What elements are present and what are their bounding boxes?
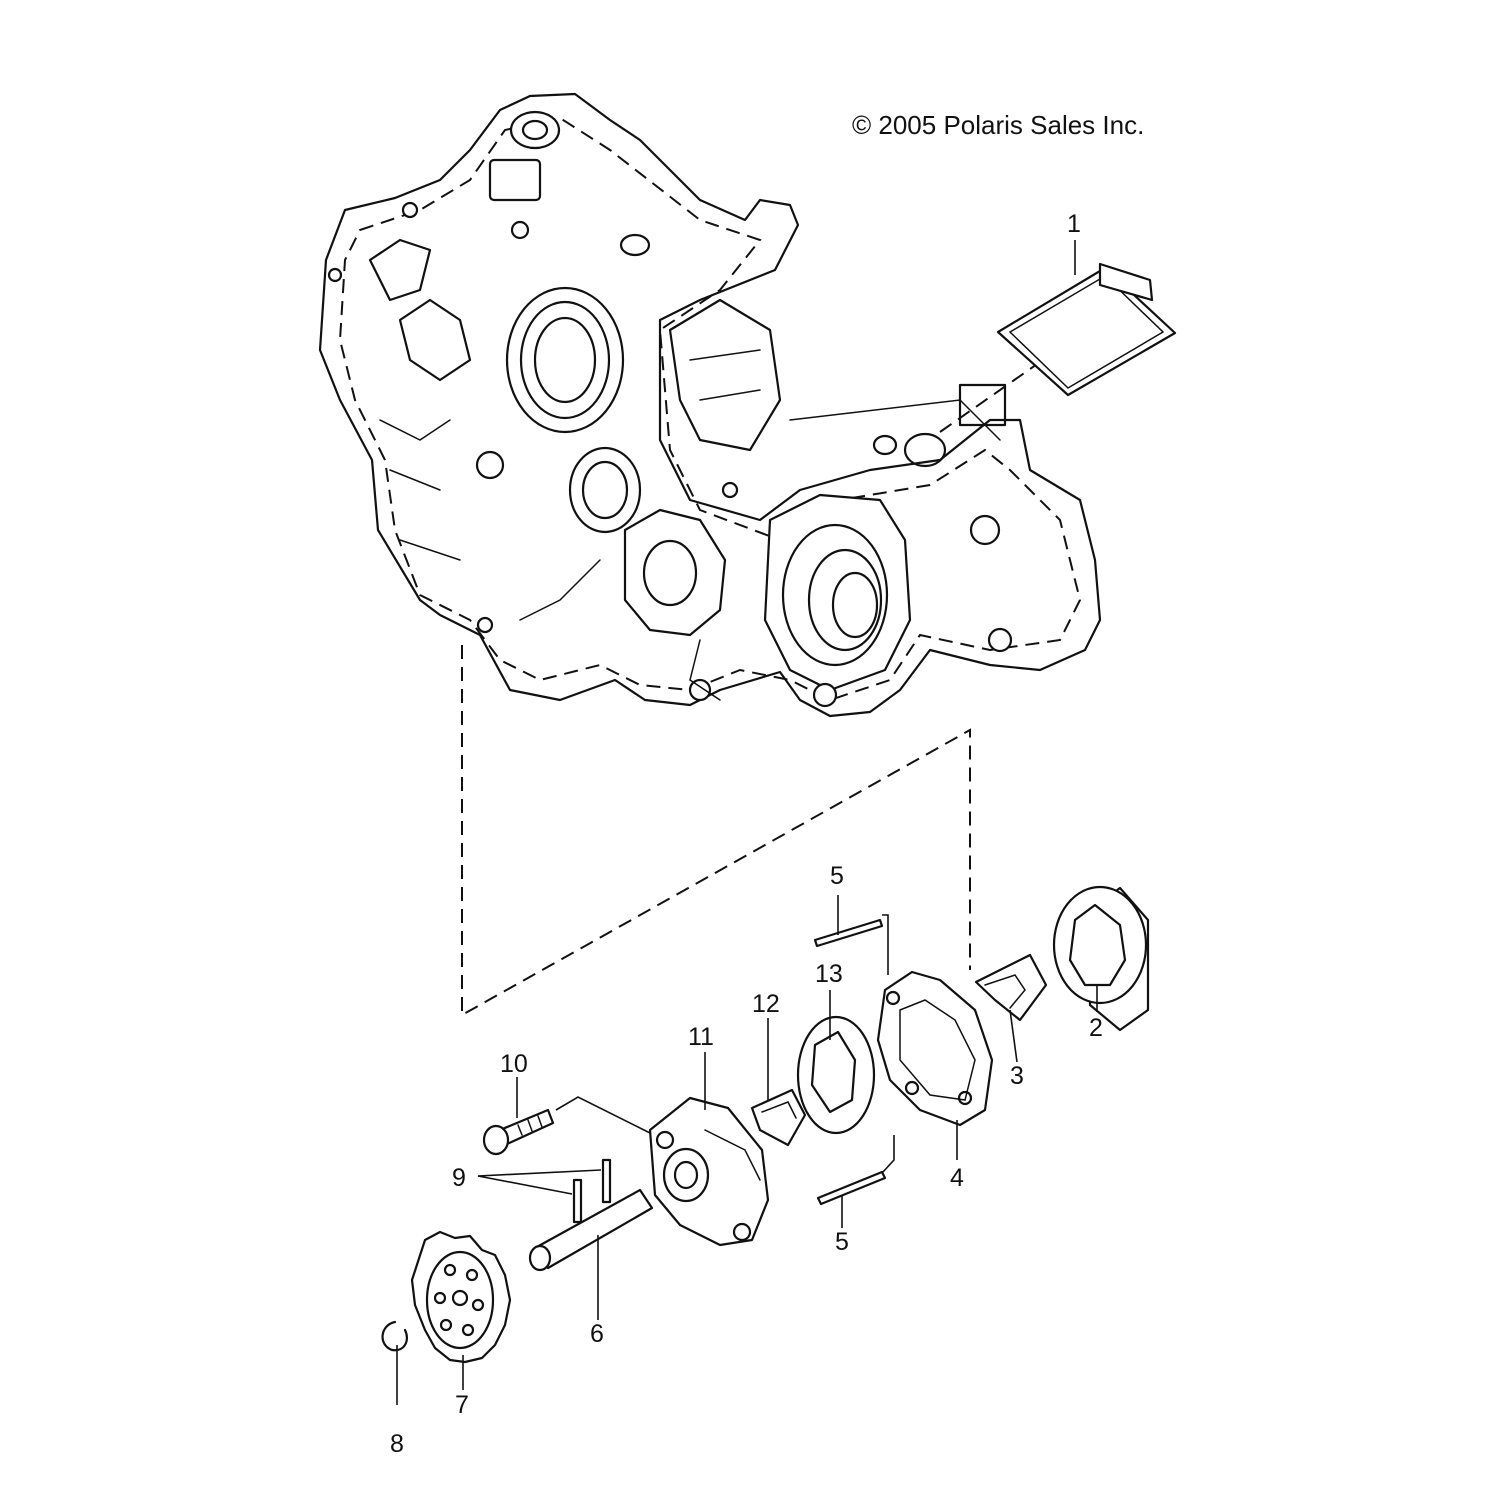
callout-6: 6 <box>590 1320 604 1348</box>
callout-13: 13 <box>815 960 843 988</box>
callout-5-bottom: 5 <box>835 1228 849 1256</box>
callout-12: 12 <box>752 990 780 1018</box>
pins <box>813 918 887 1206</box>
assembly-guide-filter <box>939 361 1041 433</box>
callout-10: 10 <box>500 1050 528 1078</box>
copyright-text: © 2005 Polaris Sales Inc. <box>852 110 1144 140</box>
pump-body <box>876 970 994 1127</box>
rotor-ring <box>796 1015 876 1135</box>
callout-9: 9 <box>452 1164 466 1192</box>
leader-lines <box>396 240 1098 1405</box>
dowel-pins <box>572 1158 612 1224</box>
callout-5-top: 5 <box>830 862 844 890</box>
driven-gear <box>410 1230 512 1364</box>
callout-2: 2 <box>1089 1014 1103 1042</box>
callout-8: 8 <box>390 1430 404 1458</box>
crankcase <box>318 92 1102 718</box>
outer-rotor <box>1052 885 1150 1032</box>
circlip <box>381 1320 408 1352</box>
pump-shaft <box>528 1188 654 1272</box>
inner-rotor <box>974 953 1048 1022</box>
inner-rotor-small <box>750 1088 807 1147</box>
callout-7: 7 <box>455 1391 469 1419</box>
bolt <box>482 1108 555 1156</box>
callout-11: 11 <box>688 1023 714 1051</box>
oil-strainer-screen <box>996 262 1177 397</box>
assembly-guide-left <box>461 645 971 1017</box>
callout-4: 4 <box>950 1164 964 1192</box>
callout-labels: 1 2 3 4 5 5 6 7 8 9 10 11 12 13 <box>390 210 1103 1458</box>
pump-cover <box>648 1096 770 1247</box>
callout-3: 3 <box>1010 1062 1024 1090</box>
callout-1: 1 <box>1067 210 1081 238</box>
